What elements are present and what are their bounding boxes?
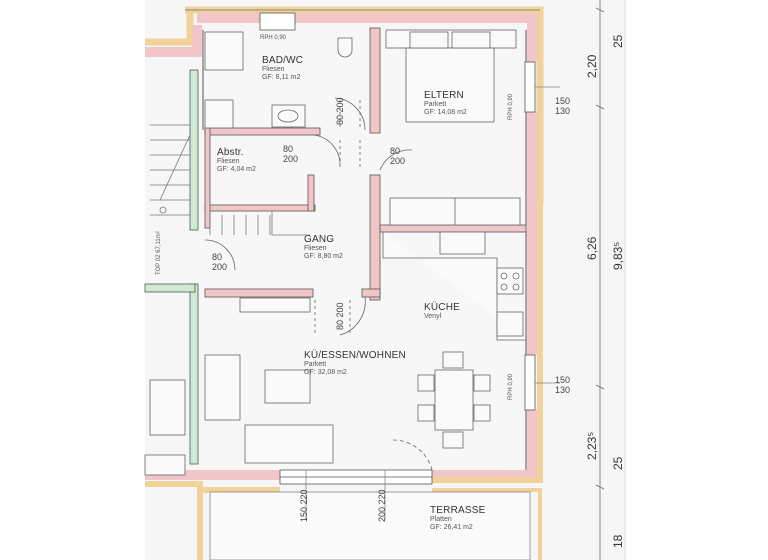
door-swings — [204, 97, 433, 471]
room-name: ELTERN — [424, 90, 464, 101]
bathroom-fixtures — [204, 31, 353, 129]
room-name: Abstr. — [217, 147, 244, 158]
window-height: 130 — [555, 105, 571, 116]
sofa — [244, 424, 334, 464]
room-area: GF: 14,08 m2 — [424, 108, 467, 116]
door-width: 80 — [283, 144, 294, 154]
living-furniture — [144, 297, 334, 476]
room-area: GF: 8,80 m2 — [304, 252, 343, 260]
window-dim-terrasse-right: 200 220 — [377, 489, 388, 522]
dimension-chain — [595, 0, 626, 560]
unit-label: TOP 02 67,11m² — [156, 231, 163, 275]
door-height: 200 — [390, 155, 406, 166]
unit-area: 67,11m² — [156, 231, 162, 253]
kitchen-units — [382, 231, 526, 341]
toilet — [337, 37, 353, 58]
dim-mid-segment: 6,26 — [585, 236, 599, 260]
door-dim-entry: 80 200 — [212, 252, 228, 273]
room-floor: Fliesen — [304, 245, 327, 252]
room-floor: Parkett — [424, 101, 447, 108]
window-eltern — [524, 61, 536, 113]
door-height: 200 — [283, 153, 299, 164]
party-walls — [144, 69, 199, 465]
interior-walls — [204, 27, 527, 301]
exterior-walls — [145, 6, 544, 560]
door-height: 200 — [212, 261, 228, 272]
room-floor: Parkett — [304, 361, 327, 368]
door-height: 200 — [335, 302, 345, 318]
dim-bot-segment: 2,23⁵ — [585, 431, 599, 460]
door-width: 80 — [212, 252, 223, 262]
shower-tray — [204, 31, 244, 71]
sink — [439, 231, 486, 255]
unit-top: TOP 02 — [156, 254, 162, 275]
dim-total: 9,83⁵ — [611, 241, 625, 270]
room-label-wohnen: KÜ/ESSEN/WOHNEN Parkett GF: 32,08 m2 — [304, 350, 406, 376]
parapet-label-eltern: RPH 0,90 — [508, 93, 514, 120]
room-floor: Platten — [430, 516, 452, 523]
room-name: TERRASSE — [430, 505, 486, 516]
double-bed — [385, 29, 517, 123]
windows — [259, 12, 560, 485]
tv-board — [239, 297, 311, 313]
window-width: 150 — [299, 506, 309, 522]
room-label-abstr: Abstr. Fliesen GF: 4,04 m2 — [217, 147, 256, 173]
room-area: GF: 26,41 m2 — [430, 523, 473, 531]
door-dim-eltern: 80 200 — [390, 146, 406, 167]
window-bad — [259, 12, 296, 31]
window-dim-eltern: 150 130 — [555, 96, 571, 117]
window-height: 220 — [377, 489, 387, 505]
door-dim-wohnen: 80 200 — [335, 302, 346, 330]
dining-table — [417, 351, 491, 449]
room-floor: Fliesen — [262, 66, 285, 73]
door-width: 80 — [335, 114, 345, 125]
room-name: KÜ/ESSEN/WOHNEN — [304, 350, 406, 361]
door-dim-bad: 80 200 — [335, 97, 346, 125]
room-label-gang: GANG Fliesen GF: 8,80 m2 — [304, 234, 343, 260]
cooktop — [496, 267, 524, 295]
window-width: 150 — [555, 96, 571, 106]
room-label-terrasse: TERRASSE Platten GF: 26,41 m2 — [430, 505, 486, 531]
room-floor: Fliesen — [217, 158, 240, 165]
parapet-label-bad: RPH 0,90 — [260, 35, 287, 41]
room-area: GF: 4,04 m2 — [217, 165, 256, 173]
room-label-bad: BAD/WC Fliesen GF: 8,11 m2 — [262, 55, 303, 81]
coffee-table — [264, 369, 311, 404]
room-name: GANG — [304, 234, 335, 245]
room-floor: Venyl — [424, 313, 442, 320]
window-dim-wohnen: 150 130 — [555, 375, 571, 396]
room-name: BAD/WC — [262, 55, 304, 66]
room-name: KÜCHE — [424, 302, 461, 313]
door-width: 80 — [390, 146, 401, 156]
window-height: 130 — [555, 384, 571, 395]
dim-top-segment: 2,20 — [585, 54, 599, 78]
terrace-area — [209, 491, 531, 560]
stairs — [150, 124, 310, 236]
door-dim-abstr: 80 200 — [283, 144, 299, 165]
dim-outer-bot: 25 — [611, 456, 625, 470]
window-width: 200 — [377, 506, 387, 522]
room-area: GF: 32,08 m2 — [304, 368, 347, 376]
dim-outer-bot2: 18 — [611, 534, 625, 548]
room-label-eltern: ELTERN Parkett GF: 14,08 m2 — [424, 90, 467, 116]
window-height: 220 — [299, 489, 309, 505]
door-height: 200 — [335, 97, 345, 113]
room-area: GF: 8,11 m2 — [262, 73, 301, 81]
room-label-kueche: KÜCHE Venyl — [424, 302, 460, 321]
window-dim-terrasse-left: 150 220 — [299, 489, 310, 522]
armchair — [204, 354, 241, 421]
parapet-label-wohnen: RPH 0,90 — [508, 373, 514, 400]
window-wohnen — [524, 354, 536, 411]
window-width: 150 — [555, 375, 571, 385]
door-width: 80 — [335, 319, 345, 330]
dim-outer-top: 25 — [611, 34, 625, 48]
